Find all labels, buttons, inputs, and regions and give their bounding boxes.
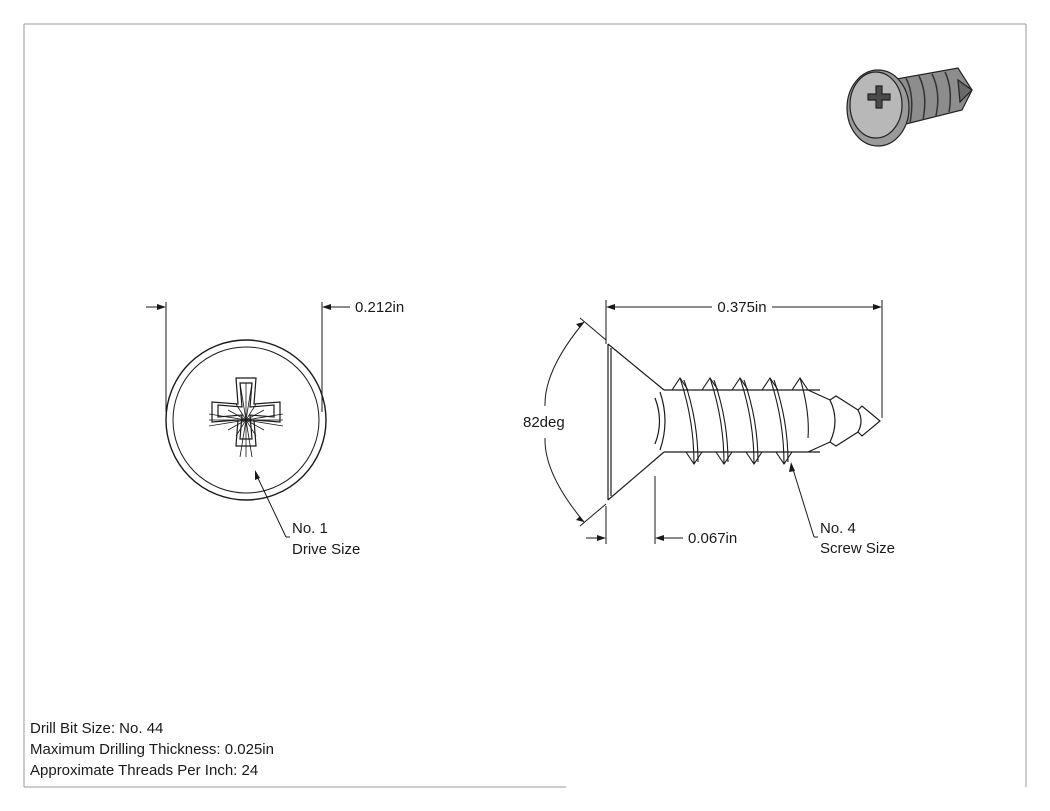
note-drill-bit-size: Drill Bit Size: No. 44 [30,720,164,737]
screw-isometric-thumbnail [846,67,973,147]
length-label: 0.375in [717,299,766,316]
note-threads-per-inch: Approximate Threads Per Inch: 24 [30,762,259,779]
head-diameter-label: 0.212in [355,299,404,316]
drive-size-number: No. 1 [292,520,328,537]
screw-size-number: No. 4 [820,520,856,537]
screw-head-top-view [165,339,327,501]
angle-label: 82deg [523,414,565,431]
head-diameter-dimension [146,302,350,412]
screw-size-leader [789,462,818,538]
phillips-drive-recess [208,377,284,458]
drawing-frame [23,23,1027,788]
screw-side-view [607,343,881,501]
drive-size-label: Drive Size [292,541,360,558]
drive-size-leader [255,470,290,538]
length-dimension [605,300,883,418]
note-max-drilling-thickness: Maximum Drilling Thickness: 0.025in [30,741,274,758]
angle-dimension [544,317,607,527]
screw-size-label: Screw Size [820,540,895,557]
head-height-dimension [586,476,683,544]
head-height-label: 0.067in [688,530,737,547]
